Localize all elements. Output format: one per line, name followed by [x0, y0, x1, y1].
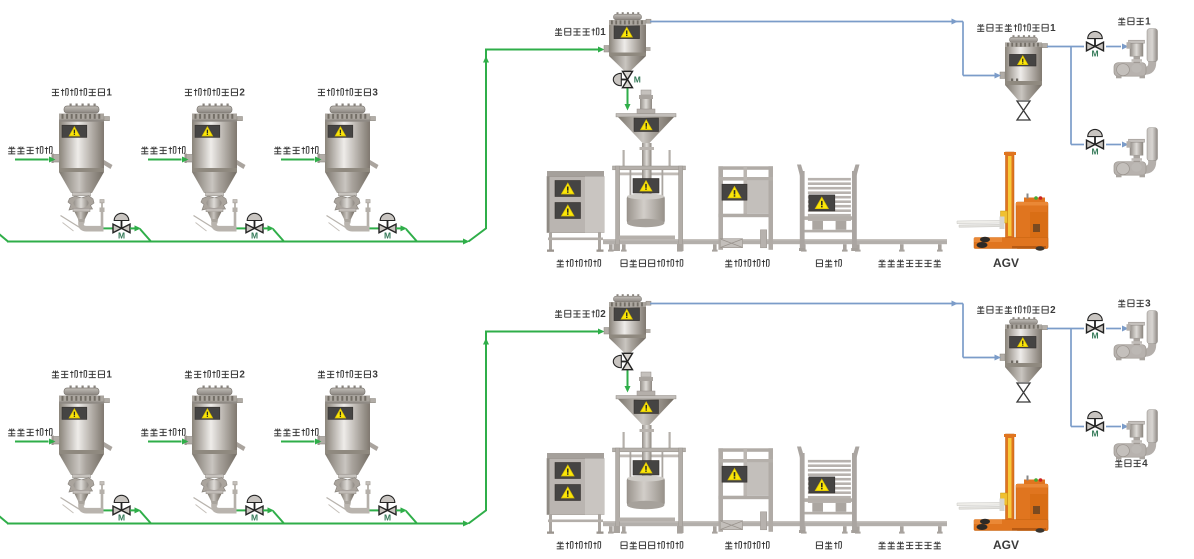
svg-text:1: 1 [1050, 23, 1056, 34]
svg-text:3: 3 [1145, 299, 1151, 310]
svg-text:M: M [384, 230, 391, 240]
svg-text:3: 3 [372, 88, 378, 99]
svg-text:2: 2 [239, 88, 245, 99]
svg-text:M: M [118, 230, 125, 240]
svg-text:AGV: AGV [993, 256, 1019, 270]
svg-text:4: 4 [1142, 459, 1148, 470]
svg-text:2: 2 [239, 370, 245, 381]
svg-text:2: 2 [600, 309, 606, 320]
svg-text:3: 3 [372, 370, 378, 381]
svg-text:M: M [1091, 49, 1098, 59]
svg-text:M: M [251, 230, 258, 240]
svg-text:M: M [634, 75, 641, 85]
svg-text:M: M [1091, 147, 1098, 157]
svg-text:1: 1 [600, 27, 606, 38]
svg-text:1: 1 [1145, 17, 1151, 28]
svg-text:2: 2 [1050, 305, 1056, 316]
svg-text:1: 1 [106, 88, 112, 99]
svg-text:1: 1 [106, 370, 112, 381]
